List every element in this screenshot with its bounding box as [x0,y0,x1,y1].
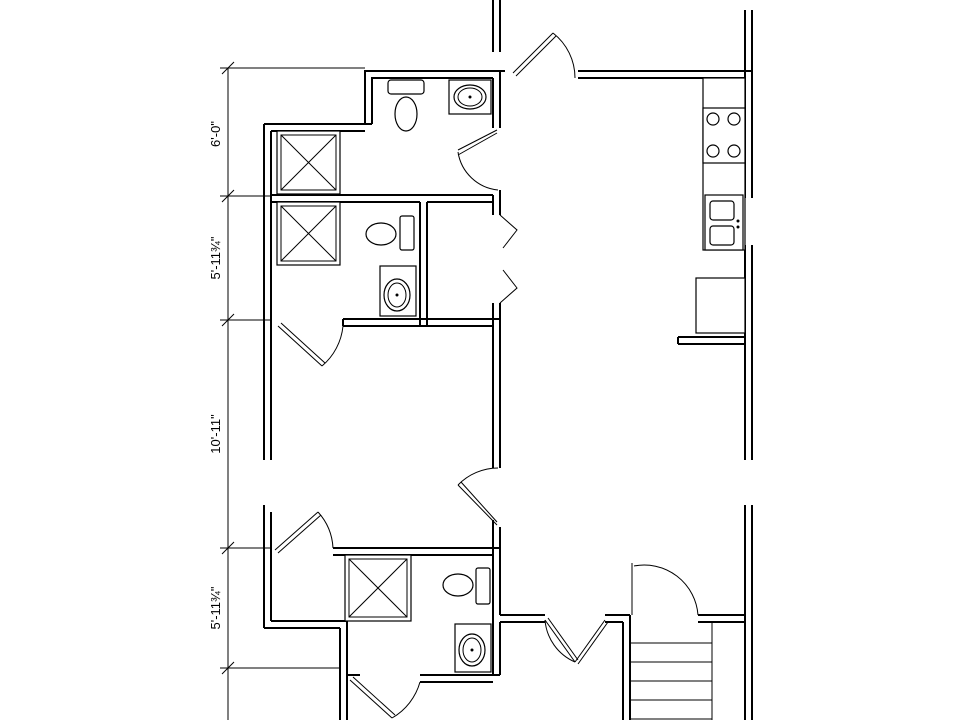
shower-lower [344,554,412,622]
doors [274,32,699,719]
sink-middle [379,265,417,317]
refrigerator [695,277,746,334]
toilet-lower [442,567,491,605]
toilet-middle [365,215,415,251]
sink-lower [454,623,492,673]
dimension-label-5ft-lower: 5'-11¾" [208,586,223,629]
stove [702,107,746,164]
dimension-chain [220,61,365,720]
toilet-upper [387,79,425,132]
shower-upper-2 [276,201,341,266]
shower-upper-1 [276,130,341,195]
walls [263,0,753,720]
kitchen-sink [704,194,744,251]
dimension-label-5ft-upper: 5'-11¾" [208,236,223,279]
dimension-label-6ft: 6'-0" [208,121,223,147]
dimension-label-10ft: 10'-11" [208,414,223,454]
sink-upper [448,79,492,115]
stairs [630,622,713,720]
